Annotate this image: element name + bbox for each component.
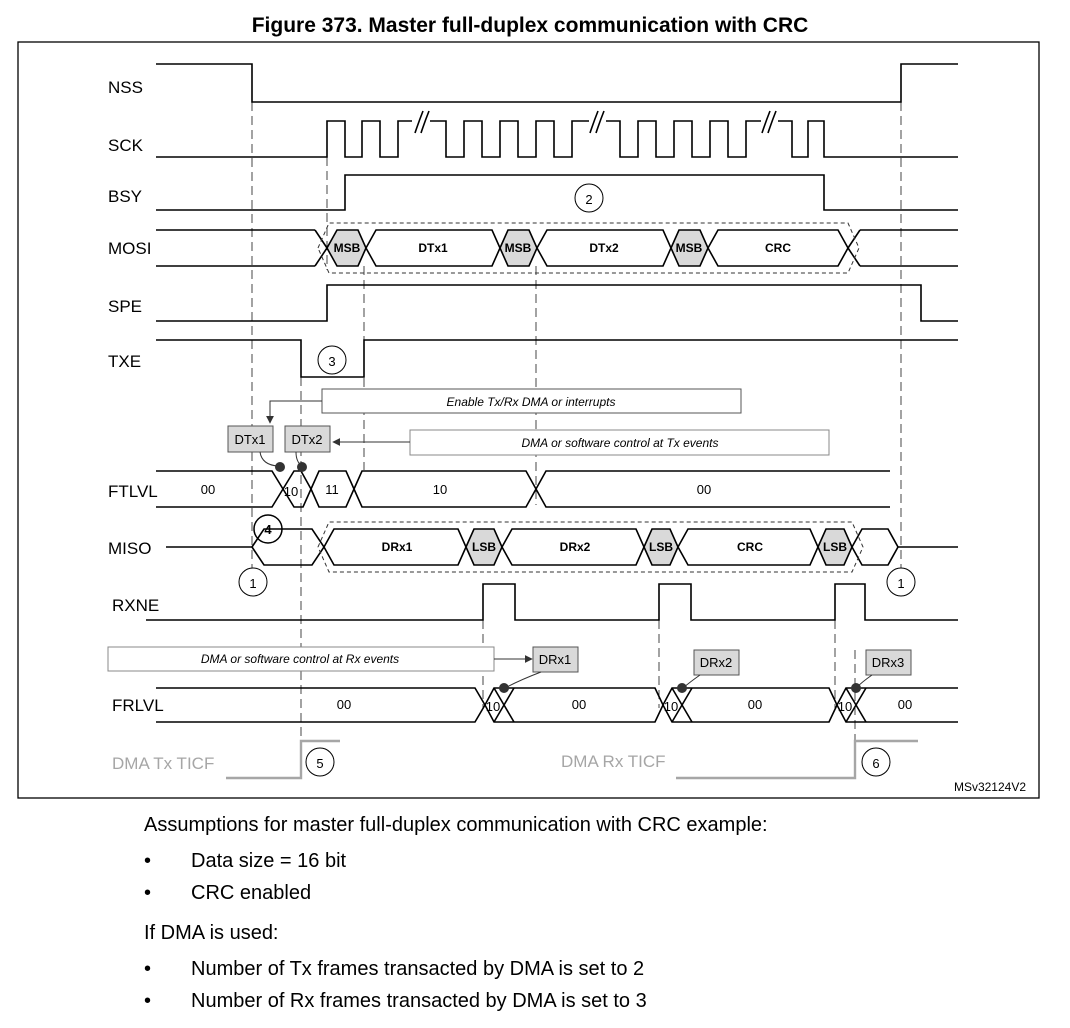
timing-diagram: NSS SCK BSY MOSI SPE TXE FTLVL MISO RXNE… xyxy=(17,41,1040,799)
annotation-rx-events: DMA or software control at Rx events xyxy=(107,646,533,672)
ftlvl-value-10-a: 10 xyxy=(284,484,298,499)
label-frlvl: FRLVL xyxy=(112,696,164,715)
ftlvl-dot-2 xyxy=(297,462,307,472)
rxne-waveform xyxy=(146,583,958,621)
svg-text:DRx3: DRx3 xyxy=(872,655,905,670)
frlvl-bus xyxy=(156,687,958,723)
marker-1-right: 1 xyxy=(886,567,916,597)
svg-text:DMA or software control at Tx: DMA or software control at Tx events xyxy=(522,436,719,450)
marker-1-left: 1 xyxy=(238,567,268,597)
marker-4: 4 xyxy=(253,514,283,544)
annotation-enable-dma: Enable Tx/Rx DMA or interrupts xyxy=(266,388,742,424)
sck-break-marks xyxy=(414,110,777,134)
svg-text:5: 5 xyxy=(316,756,323,771)
tag-drx-leaders xyxy=(504,671,873,689)
label-nss: NSS xyxy=(108,78,143,97)
miso-label-crc: CRC xyxy=(737,540,763,554)
svg-text:4: 4 xyxy=(264,522,272,537)
label-ftlvl: FTLVL xyxy=(108,482,158,501)
notes-intro: Assumptions for master full-duplex commu… xyxy=(144,814,768,836)
mosi-label-msb-3: MSB xyxy=(676,241,703,255)
svg-text:2: 2 xyxy=(585,192,592,207)
label-dma-rx-ticf: DMA Rx TICF xyxy=(561,752,666,771)
figure-id-code: MSv32124V2 xyxy=(954,780,1026,794)
sck-waveform xyxy=(156,110,958,158)
figure-frame xyxy=(17,41,1040,799)
miso-label-lsb-1: LSB xyxy=(472,540,496,554)
tag-dtx2: DTx2 xyxy=(284,425,331,453)
marker-3: 3 xyxy=(317,345,347,375)
frlvl-value-10-c: 10 xyxy=(838,699,852,714)
svg-text:DMA or software control at Rx: DMA or software control at Rx events xyxy=(201,652,399,666)
svg-text:Enable Tx/Rx DMA or interrupts: Enable Tx/Rx DMA or interrupts xyxy=(447,395,616,409)
bullet-marker: • xyxy=(144,958,152,980)
dma-tx-ticf-waveform xyxy=(226,739,340,780)
svg-text:DRx1: DRx1 xyxy=(539,652,572,667)
ftlvl-value-00-b: 00 xyxy=(697,482,711,497)
svg-text:DTx2: DTx2 xyxy=(291,432,322,447)
miso-label-lsb-2: LSB xyxy=(649,540,673,554)
frlvl-value-10-b: 10 xyxy=(664,699,678,714)
mosi-label-dtx1: DTx1 xyxy=(418,241,448,255)
tag-drx3: DRx3 xyxy=(865,649,912,676)
label-mosi: MOSI xyxy=(108,239,151,258)
frlvl-value-00-d: 00 xyxy=(898,697,912,712)
nss-waveform xyxy=(156,63,958,103)
spe-waveform xyxy=(156,284,958,322)
label-miso: MISO xyxy=(108,539,151,558)
ftlvl-value-00-a: 00 xyxy=(201,482,215,497)
bullet-text: Number of Rx frames transacted by DMA is… xyxy=(191,990,647,1012)
miso-label-drx1: DRx1 xyxy=(382,540,413,554)
svg-text:1: 1 xyxy=(897,576,904,591)
mosi-label-dtx2: DTx2 xyxy=(589,241,619,255)
bullet-marker: • xyxy=(144,990,152,1012)
mosi-label-crc: CRC xyxy=(765,241,791,255)
svg-text:6: 6 xyxy=(872,756,879,771)
label-sck: SCK xyxy=(108,136,144,155)
figure-title: Figure 373. Master full-duplex communica… xyxy=(251,14,809,37)
annotation-tx-events: DMA or software control at Tx events xyxy=(332,429,830,456)
dma-rx-ticf-waveform xyxy=(676,739,918,780)
frlvl-dot-1 xyxy=(499,683,509,693)
svg-text:1: 1 xyxy=(249,576,256,591)
bullet-text: Data size = 16 bit xyxy=(191,850,347,872)
svg-text:DTx1: DTx1 xyxy=(234,432,265,447)
bullet-marker: • xyxy=(144,882,152,904)
bullet-text: Number of Tx frames transacted by DMA is… xyxy=(191,958,645,980)
mosi-label-msb-2: MSB xyxy=(505,241,532,255)
bullet-text: CRC enabled xyxy=(191,882,312,904)
frlvl-dot-2 xyxy=(677,683,687,693)
ftlvl-dot-1 xyxy=(275,462,285,472)
mosi-bus xyxy=(156,222,958,274)
label-rxne: RXNE xyxy=(112,596,159,615)
mosi-label-msb-1: MSB xyxy=(334,241,361,255)
bsy-waveform xyxy=(156,174,958,211)
notes-if-dma: If DMA is used: xyxy=(144,922,279,944)
frlvl-value-00-a: 00 xyxy=(337,697,351,712)
label-txe: TXE xyxy=(108,352,141,371)
frlvl-value-10-a: 10 xyxy=(486,699,500,714)
ftlvl-value-10-b: 10 xyxy=(433,482,447,497)
label-spe: SPE xyxy=(108,297,142,316)
frlvl-dot-3 xyxy=(851,683,861,693)
tag-dtx1: DTx1 xyxy=(227,425,274,453)
label-bsy: BSY xyxy=(108,187,142,206)
tag-drx2: DRx2 xyxy=(693,649,740,676)
miso-label-drx2: DRx2 xyxy=(560,540,591,554)
ftlvl-bus xyxy=(156,470,890,508)
bullet-marker: • xyxy=(144,850,152,872)
tag-drx1: DRx1 xyxy=(532,646,579,673)
marker-5: 5 xyxy=(305,747,335,777)
marker-6: 6 xyxy=(861,747,891,777)
miso-label-lsb-3: LSB xyxy=(823,540,847,554)
miso-bus xyxy=(166,521,958,573)
svg-text:DRx2: DRx2 xyxy=(700,655,733,670)
ftlvl-value-11: 11 xyxy=(325,482,339,497)
frlvl-value-00-c: 00 xyxy=(748,697,762,712)
label-dma-tx-ticf: DMA Tx TICF xyxy=(112,754,214,773)
frlvl-value-00-b: 00 xyxy=(572,697,586,712)
txe-waveform xyxy=(156,339,958,378)
marker-2: 2 xyxy=(574,183,604,213)
svg-text:3: 3 xyxy=(328,354,335,369)
